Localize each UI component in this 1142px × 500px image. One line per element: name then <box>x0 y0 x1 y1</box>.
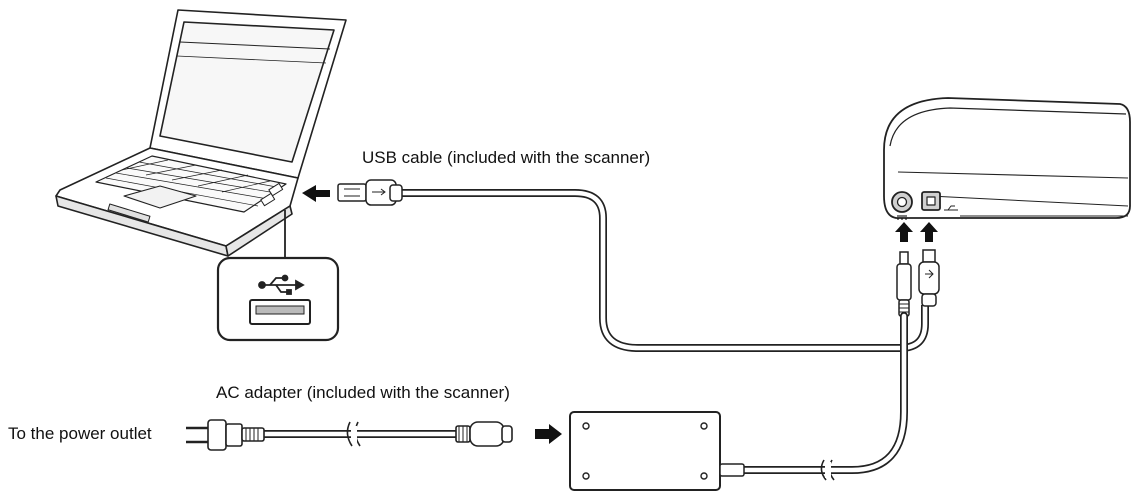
dc-power-icon <box>897 215 907 220</box>
scanner-arrows <box>895 222 938 242</box>
scanner-usb-icon <box>944 205 958 211</box>
adapter-arrow <box>535 424 562 444</box>
dc-cable <box>738 312 908 481</box>
usb-cable <box>396 189 929 352</box>
usb-port-callout <box>216 210 340 342</box>
wall-plug <box>186 419 265 451</box>
laptop <box>55 9 347 257</box>
usb-cable-label: USB cable (included with the scanner) <box>362 148 651 167</box>
dc-plug <box>896 251 912 317</box>
usb-icon <box>258 274 305 295</box>
iec-connector <box>455 421 513 447</box>
ac-adapter-label: AC adapter (included with the scanner) <box>216 383 510 402</box>
scanner <box>883 97 1131 220</box>
power-outlet-label: To the power outlet <box>8 424 152 443</box>
ac-adapter <box>569 411 745 491</box>
power-cord <box>262 421 458 447</box>
laptop-arrow <box>302 185 330 202</box>
usb-a-plug <box>337 179 403 206</box>
usb-b-plug <box>918 249 940 307</box>
